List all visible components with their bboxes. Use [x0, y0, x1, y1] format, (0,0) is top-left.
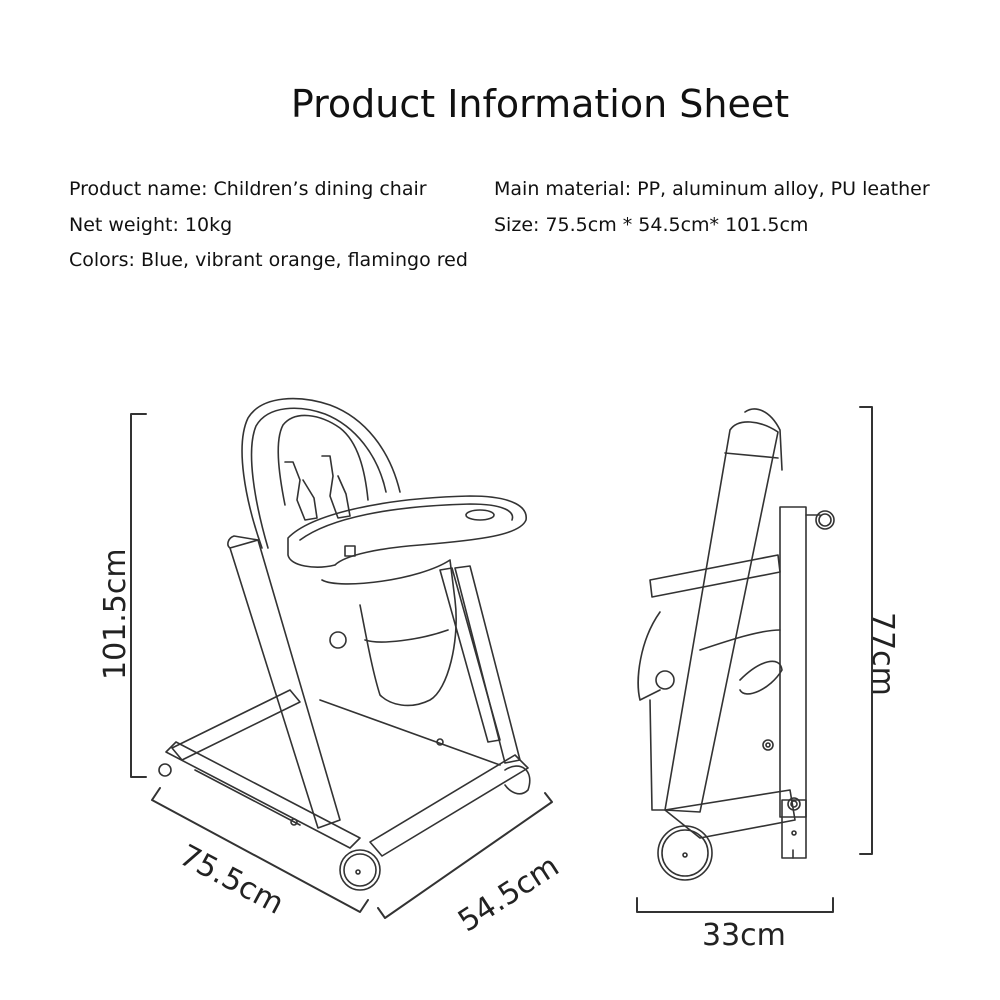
height-dimension-bracket — [130, 413, 147, 778]
tray — [287, 495, 527, 568]
length-dimension-line — [151, 787, 369, 913]
base-rear-bar — [171, 689, 301, 761]
spec-size: Size: 75.5cm * 54.5cm* 101.5cm — [494, 214, 809, 236]
folded-height-dimension-bracket — [859, 406, 873, 855]
folded-depth-dimension-bracket — [636, 897, 834, 913]
spec-product-name: Product name: Children’s dining chair — [69, 178, 427, 200]
folded-tray — [649, 554, 781, 598]
front-left-leg — [229, 539, 341, 829]
folded-main-column — [664, 421, 779, 813]
width-dimension-line — [377, 792, 553, 919]
folded-wheel — [657, 825, 713, 881]
spec-main-material: Main material: PP, aluminum alloy, PU le… — [494, 178, 930, 200]
spec-colors: Colors: Blue, vibrant orange, flamingo r… — [69, 249, 468, 271]
front-wheel — [339, 849, 381, 891]
folded-rear-post — [779, 506, 807, 818]
spec-net-weight: Net weight: 10kg — [69, 214, 233, 236]
folded-height-label: 77cm — [865, 612, 900, 696]
folded-depth-label: 33cm — [702, 918, 786, 953]
page-title: Product Information Sheet — [290, 82, 790, 126]
base-front-bar — [369, 754, 529, 857]
front-height-label: 101.5cm — [98, 548, 133, 680]
seat-back-shell — [241, 397, 401, 549]
base-left-bar — [165, 741, 361, 849]
